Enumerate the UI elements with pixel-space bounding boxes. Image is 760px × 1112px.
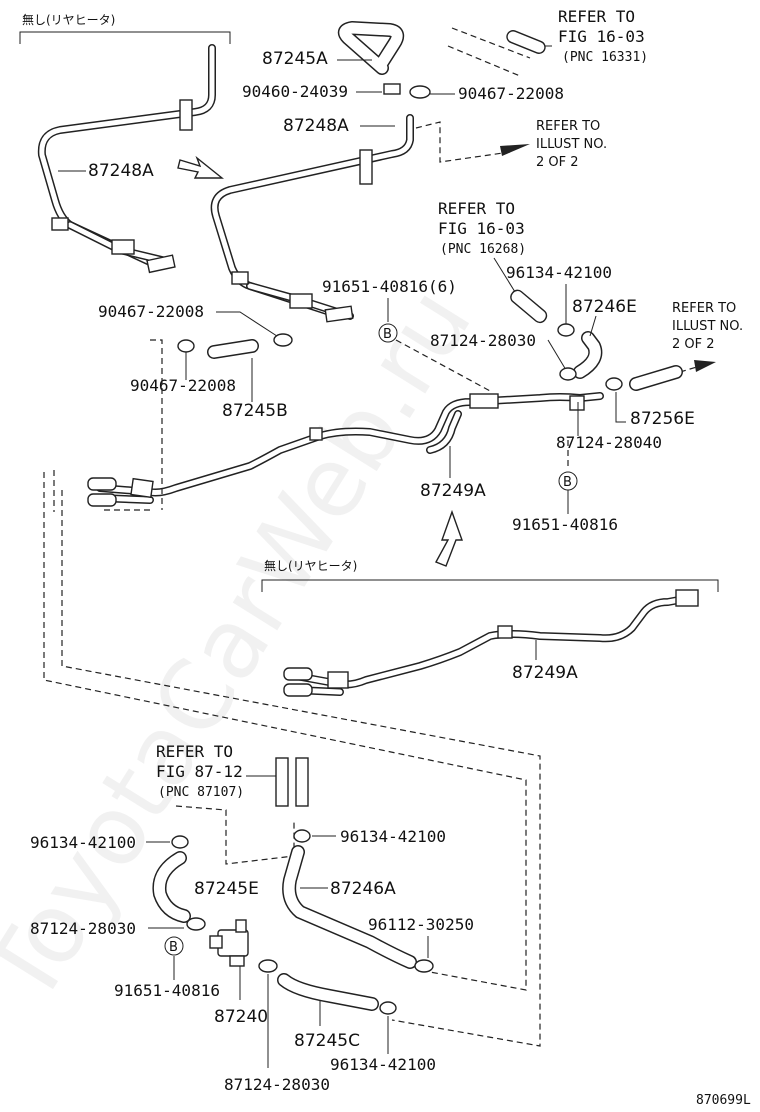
clamp-87124-28030-c xyxy=(186,917,206,931)
bracket-top-left xyxy=(19,31,231,44)
clamp-96134-42100-d xyxy=(379,1001,397,1015)
pipes-87107 xyxy=(275,757,309,807)
label-90467-22008-a: 90467-22008 xyxy=(458,84,564,103)
jp-note-rear-heater-top: 無し(リヤヒータ) xyxy=(22,12,115,27)
label-87124-28030-a: 87124-28030 xyxy=(430,331,536,350)
clamp-96112-30250 xyxy=(414,959,434,973)
label-87245B: 87245B xyxy=(222,401,288,421)
label-90460-24039: 90460-24039 xyxy=(242,82,348,101)
label-87124-28030-c: 87124-28030 xyxy=(30,919,136,938)
label-90467-22008-c: 90467-22008 xyxy=(130,376,236,395)
label-87249A-b: 87249A xyxy=(512,663,578,683)
label-87248A-top: 87248A xyxy=(283,116,349,136)
figure-id: 870699L xyxy=(696,1093,751,1108)
hose-87245A xyxy=(337,21,405,75)
label-96134-42100-b: 96134-42100 xyxy=(30,833,136,852)
ref-16331-line2: FIG 16-03 xyxy=(558,27,645,46)
label-87245C: 87245C xyxy=(294,1031,360,1051)
pipe-assembly-87248A-left xyxy=(37,44,216,274)
arrow-right-down xyxy=(177,155,224,179)
ref-87107-line3: (PNC 87107) xyxy=(158,785,244,800)
hose-87246A xyxy=(282,845,417,969)
watermark-text: ToyotaCarWeb.ru xyxy=(0,269,493,1023)
label-87256E: 87256E xyxy=(630,409,695,429)
dash-long-guide-2 xyxy=(61,490,541,1047)
marker-B-2-letter: B xyxy=(563,475,572,490)
ref-illust-2-line1: REFER TO xyxy=(672,301,736,316)
water-valve-87240 xyxy=(209,919,249,967)
dash-bottom-ref xyxy=(175,805,295,865)
marker-B-1 xyxy=(378,323,398,343)
ref-illust-2-line2: ILLUST NO. xyxy=(672,319,743,334)
label-87245A: 87245A xyxy=(262,49,328,69)
ref-dashed-lines-1 xyxy=(447,27,531,77)
label-87245E: 87245E xyxy=(194,879,259,899)
ref-illust-1-line1: REFER TO xyxy=(536,119,600,134)
pipe-assembly-87249A-upper xyxy=(87,392,604,507)
clamp-90460-24039 xyxy=(383,83,401,95)
label-90467-22008-b: 90467-22008 xyxy=(98,302,204,321)
ref-illust-1-line2: ILLUST NO. xyxy=(536,137,607,152)
label-87248A-left: 87248A xyxy=(88,161,154,181)
clamp-96134-42100-a xyxy=(557,323,575,337)
pipe-assembly-87249A-lower xyxy=(283,589,699,697)
jp-note-rear-heater-mid: 無し(リヤヒータ) xyxy=(264,558,357,573)
label-91651-40816-c: 91651-40816 xyxy=(114,981,220,1000)
ref-dashed-illust-1 xyxy=(415,121,511,163)
hose-87245E xyxy=(152,851,191,923)
marker-B-3-letter: B xyxy=(169,940,178,955)
label-91651-40816-6: 91651-40816(6) xyxy=(322,277,457,296)
label-87249A-a: 87249A xyxy=(420,481,486,501)
hose-87245C xyxy=(277,973,379,1011)
hose-87246E xyxy=(573,331,603,379)
ref-dashed-B1 xyxy=(395,339,493,393)
ref-87107-line1: REFER TO xyxy=(156,742,233,761)
label-87240: 87240 xyxy=(214,1007,268,1027)
clamp-90467-22008-c xyxy=(177,339,195,353)
label-87246A: 87246A xyxy=(330,879,396,899)
dash-lines-upper-left xyxy=(53,339,163,512)
ref-16268-line3: (PNC 16268) xyxy=(440,242,526,257)
ref-16331-line3: (PNC 16331) xyxy=(562,50,648,65)
clamp-90467-22008-b xyxy=(273,333,293,347)
hose-87256E xyxy=(629,365,683,391)
ref-16268-line1: REFER TO xyxy=(438,199,515,218)
clamp-87124-28030-a xyxy=(559,367,577,381)
ref-87107-line2: FIG 87-12 xyxy=(156,762,243,781)
ref-illust-2-line3: 2 OF 2 xyxy=(672,337,715,352)
label-87124-28030-d: 87124-28030 xyxy=(224,1075,330,1094)
label-87246E: 87246E xyxy=(572,297,637,317)
clamp-90467-22008-a xyxy=(409,85,431,99)
arrow-up xyxy=(435,509,463,567)
ref-dashed-illust-2 xyxy=(679,365,701,373)
ref-16331-line1: REFER TO xyxy=(558,7,635,26)
marker-B-1-letter: B xyxy=(383,327,392,342)
label-96134-42100-c: 96134-42100 xyxy=(340,827,446,846)
label-96134-42100-a: 96134-42100 xyxy=(506,263,612,282)
hose-87245B xyxy=(207,339,259,359)
dash-long-guide xyxy=(43,472,527,991)
marker-B-3 xyxy=(164,936,184,956)
clamp-96134-42100-b xyxy=(171,835,189,849)
clamp-87124-28030-d xyxy=(258,959,278,973)
clamp-87124-28040 xyxy=(605,377,623,391)
ref-16268-line2: FIG 16-03 xyxy=(438,219,525,238)
pipe-assembly-87248A-right xyxy=(210,114,414,323)
label-91651-40816-b: 91651-40816 xyxy=(512,515,618,534)
label-96112-30250: 96112-30250 xyxy=(368,915,474,934)
label-87124-28040: 87124-28040 xyxy=(556,433,662,452)
ref-illust-1-line3: 2 OF 2 xyxy=(536,155,579,170)
bracket-mid xyxy=(261,579,719,592)
clamp-96134-42100-c xyxy=(293,829,311,843)
label-96134-42100-d: 96134-42100 xyxy=(330,1055,436,1074)
